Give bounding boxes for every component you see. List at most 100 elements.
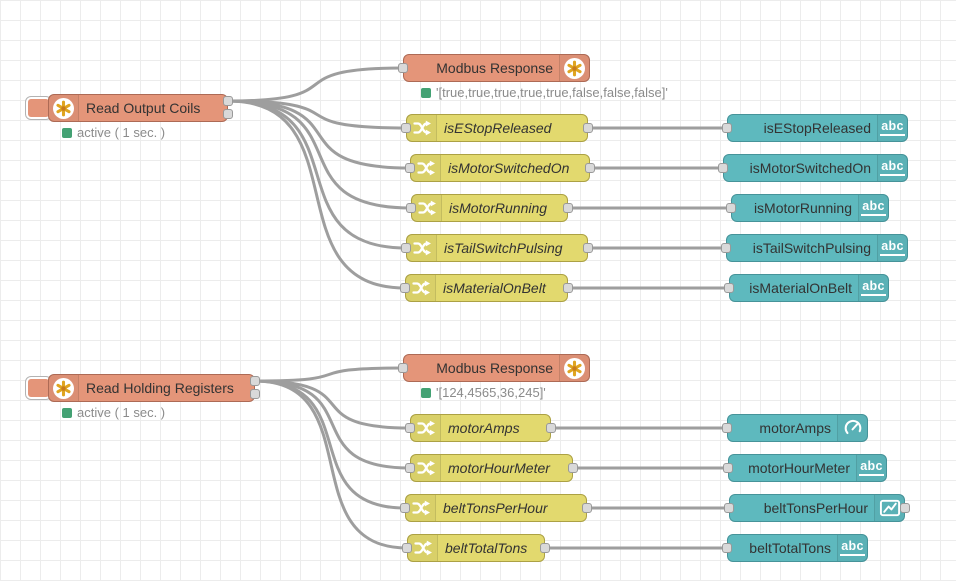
wire[interactable] [253, 379, 412, 430]
node-label-wrap: isTailSwitchPulsing [727, 235, 907, 261]
shuffle-icon [416, 158, 436, 178]
node-label: isTailSwitchPulsing [752, 240, 871, 256]
node-read-holding-registers-modbus-read[interactable]: Read Holding Registers [48, 374, 260, 402]
node-read-output-coils-modbus-read[interactable]: Read Output Coils [48, 94, 233, 122]
output-port[interactable] [582, 503, 592, 513]
abc-icon: abc [880, 240, 905, 256]
shuffle-icon [411, 498, 431, 518]
input-port[interactable] [722, 423, 732, 433]
node-label: beltTotalTons [445, 540, 528, 556]
shuffle-icon [416, 418, 436, 438]
node-belttotaltons-switch[interactable]: beltTotalTons [402, 534, 550, 562]
wire[interactable] [226, 66, 405, 103]
input-port[interactable] [401, 123, 411, 133]
input-port[interactable] [400, 283, 410, 293]
shuffle-icon [413, 538, 433, 558]
output-port[interactable] [250, 389, 260, 399]
output-port[interactable] [546, 423, 556, 433]
wire[interactable] [253, 379, 409, 550]
node-icon-region [411, 155, 441, 181]
modbus-flower-icon [564, 57, 585, 79]
output-port[interactable] [568, 463, 578, 473]
node-istailswitchpulsing-switch[interactable]: isTailSwitchPulsing [401, 234, 593, 262]
node-label: Modbus Response [436, 360, 553, 376]
output-port[interactable] [900, 503, 910, 513]
output-port[interactable] [250, 376, 260, 386]
node-ismaterialonbelt-switch[interactable]: isMaterialOnBelt [400, 274, 573, 302]
node-ismotorswitchedon-switch[interactable]: isMotorSwitchedOn [405, 154, 595, 182]
shuffle-icon [411, 278, 431, 298]
wire[interactable] [253, 379, 412, 470]
node-isestopreleased-ui-text[interactable]: abc isEStopReleased [722, 114, 908, 142]
input-port[interactable] [724, 503, 734, 513]
node-label-wrap: isMotorSwitchedOn [411, 155, 589, 181]
status-dot [62, 407, 72, 418]
input-port[interactable] [724, 283, 734, 293]
input-port[interactable] [398, 63, 408, 73]
wire[interactable] [226, 99, 408, 250]
node-trigger-button[interactable] [25, 376, 52, 400]
status-dot [421, 387, 431, 398]
wire[interactable] [226, 99, 408, 130]
node-label: motorHourMeter [748, 460, 850, 476]
output-port[interactable] [585, 163, 595, 173]
input-port[interactable] [721, 243, 731, 253]
output-port[interactable] [223, 96, 233, 106]
output-port[interactable] [583, 243, 593, 253]
node-status: active ( 1 sec. ) [62, 405, 165, 420]
node-belttonsperhour-ui-chart[interactable]: beltTonsPerHour [724, 494, 910, 522]
node-motoramps-switch[interactable]: motorAmps [405, 414, 556, 442]
input-port[interactable] [405, 163, 415, 173]
input-port[interactable] [722, 543, 732, 553]
node-icon-region [837, 415, 867, 441]
output-port[interactable] [540, 543, 550, 553]
shuffle-icon [417, 198, 437, 218]
node-ismotorrunning-switch[interactable]: isMotorRunning [406, 194, 573, 222]
wire[interactable] [226, 99, 413, 210]
node-label: Read Output Coils [86, 100, 201, 116]
node-trigger-button[interactable] [25, 96, 52, 120]
output-port[interactable] [563, 203, 573, 213]
node-motorhourmeter-switch[interactable]: motorHourMeter [405, 454, 578, 482]
node-label-wrap: beltTotalTons [408, 535, 544, 561]
abc-icon: abc [880, 120, 905, 136]
node-icon-region: abc [837, 535, 867, 561]
input-port[interactable] [726, 203, 736, 213]
node-belttonsperhour-switch[interactable]: beltTonsPerHour [400, 494, 592, 522]
input-port[interactable] [722, 123, 732, 133]
input-port[interactable] [718, 163, 728, 173]
node-modbus-response-modbus-response[interactable]: Modbus Response [398, 54, 590, 82]
node-icon-region [408, 535, 438, 561]
node-modbus-response-modbus-response[interactable]: Modbus Response [398, 354, 590, 382]
output-port[interactable] [223, 109, 233, 119]
input-port[interactable] [405, 463, 415, 473]
node-icon-region [874, 495, 904, 521]
node-trigger-button-face[interactable] [28, 379, 49, 397]
node-label-wrap: beltTonsPerHour [406, 495, 586, 521]
input-port[interactable] [406, 203, 416, 213]
input-port[interactable] [401, 243, 411, 253]
input-port[interactable] [400, 503, 410, 513]
input-port[interactable] [398, 363, 408, 373]
node-motoramps-ui-gauge[interactable]: motorAmps [722, 414, 868, 442]
wire[interactable] [226, 99, 412, 170]
node-label-wrap: Modbus Response [404, 55, 589, 81]
input-port[interactable] [405, 423, 415, 433]
node-isestopreleased-switch[interactable]: isEStopReleased [401, 114, 593, 142]
node-istailswitchpulsing-ui-text[interactable]: abc isTailSwitchPulsing [721, 234, 908, 262]
node-label-wrap: motorAmps [411, 415, 550, 441]
input-port[interactable] [723, 463, 733, 473]
wire[interactable] [226, 99, 407, 290]
input-port[interactable] [402, 543, 412, 553]
node-label: isEStopReleased [763, 120, 871, 136]
output-port[interactable] [563, 283, 573, 293]
output-port[interactable] [583, 123, 593, 133]
wire[interactable] [253, 366, 405, 383]
node-trigger-button-face[interactable] [28, 99, 49, 117]
